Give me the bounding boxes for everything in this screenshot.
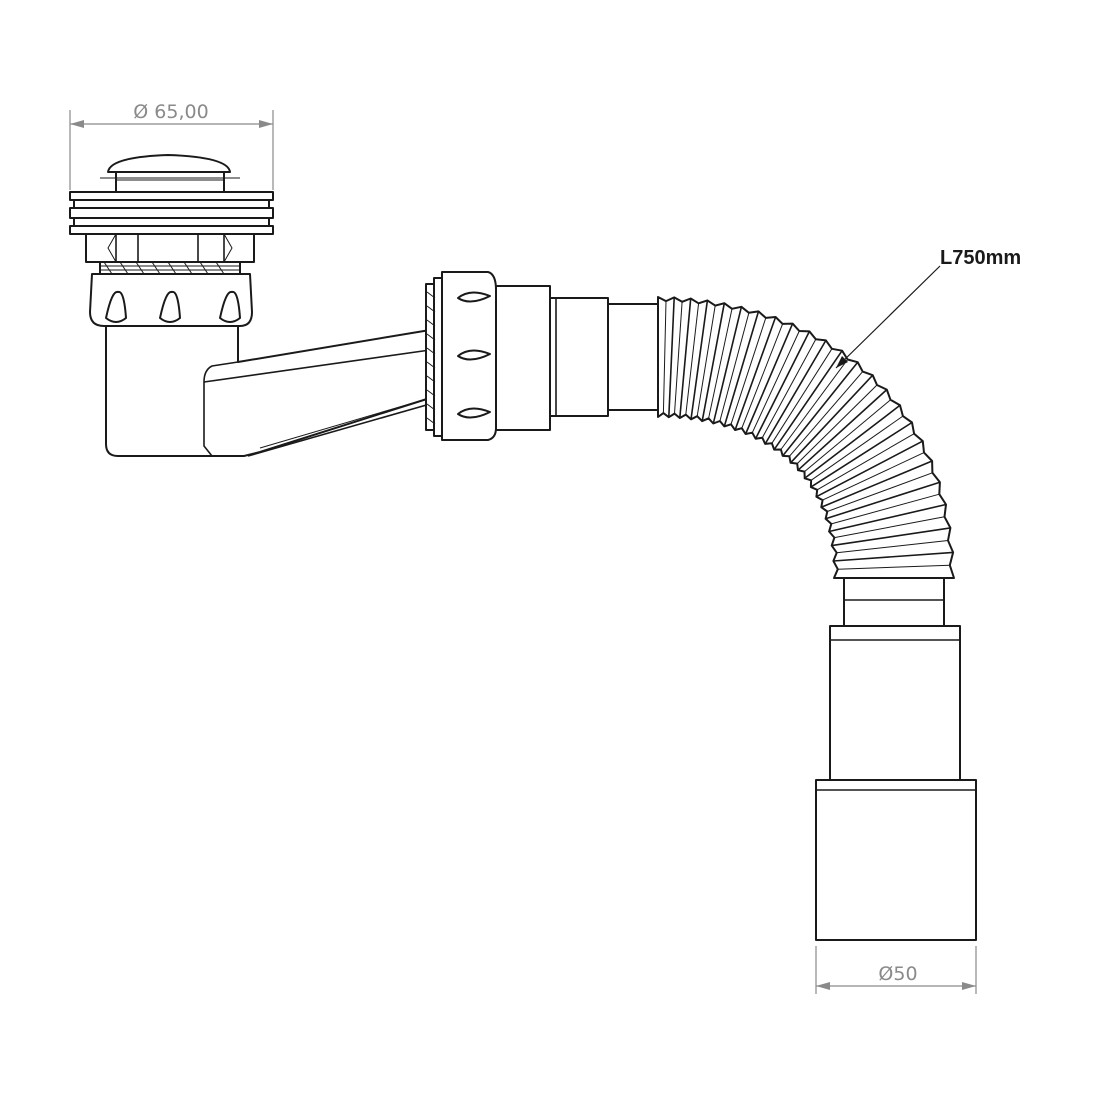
corrugated-flexible-hose — [657, 296, 955, 579]
hose-rib — [719, 312, 750, 422]
crown-nut — [89, 273, 253, 327]
drain-body — [105, 325, 431, 457]
hose-rib — [761, 339, 817, 438]
hose-rib — [816, 433, 915, 491]
hose-rib — [804, 404, 901, 479]
hose-rib — [837, 564, 950, 570]
hose-rib — [816, 440, 924, 498]
hose-rib — [804, 399, 891, 472]
hose-rib — [751, 330, 800, 433]
hose-rib — [764, 339, 827, 445]
hose-rib — [696, 305, 716, 417]
hose-rib — [771, 348, 833, 444]
hose-rib — [833, 551, 954, 562]
hose-length-callout: L750mm — [835, 247, 1021, 369]
hose-rib — [780, 359, 849, 450]
hose-rib — [790, 374, 874, 464]
hose-rib — [708, 308, 733, 419]
top-diameter-label: Ø 65,00 — [133, 101, 208, 123]
hose-rib — [828, 503, 947, 533]
hose-rib — [741, 323, 784, 429]
hose-rib — [810, 421, 913, 488]
hose-rib — [825, 481, 941, 520]
hose-rib — [668, 297, 675, 418]
hose-rib — [782, 361, 859, 457]
hose-rib — [723, 311, 760, 427]
hose-rib — [662, 301, 667, 414]
thread-section — [99, 261, 241, 275]
hose-rib — [834, 516, 945, 539]
hose-rib — [836, 540, 949, 554]
hose-rib — [744, 323, 794, 435]
hose-rib — [796, 384, 878, 464]
hose-rib — [754, 331, 811, 440]
hose-rib — [789, 371, 864, 457]
inlet-pipe — [495, 285, 659, 431]
outlet-connector — [425, 271, 497, 441]
hose-rib — [674, 301, 683, 414]
hose-rib — [730, 317, 767, 425]
hose-rib — [690, 300, 709, 420]
hose-rib — [810, 415, 904, 481]
hose-rib — [822, 452, 925, 501]
hose-rib — [712, 306, 743, 424]
drain-plug-head — [69, 154, 274, 235]
hose-rib — [701, 303, 726, 422]
hose-length-label: L750mm — [940, 247, 1021, 269]
bottom-diameter-dimension: Ø50 — [815, 946, 977, 994]
hose-rib — [831, 493, 940, 525]
hose-rib — [831, 527, 951, 547]
hose-rib — [827, 472, 933, 512]
hose-rib — [679, 298, 692, 419]
hose-rib — [797, 389, 888, 471]
hose-rib — [685, 303, 700, 415]
hose-rib — [820, 460, 933, 508]
top-diameter-dimension: Ø 65,00 — [69, 101, 274, 190]
hex-nut — [85, 233, 255, 263]
bottom-diameter-label: Ø50 — [878, 963, 917, 985]
hose-rib — [734, 316, 777, 431]
hose-rib — [773, 350, 843, 451]
outlet-spigot — [815, 577, 977, 941]
